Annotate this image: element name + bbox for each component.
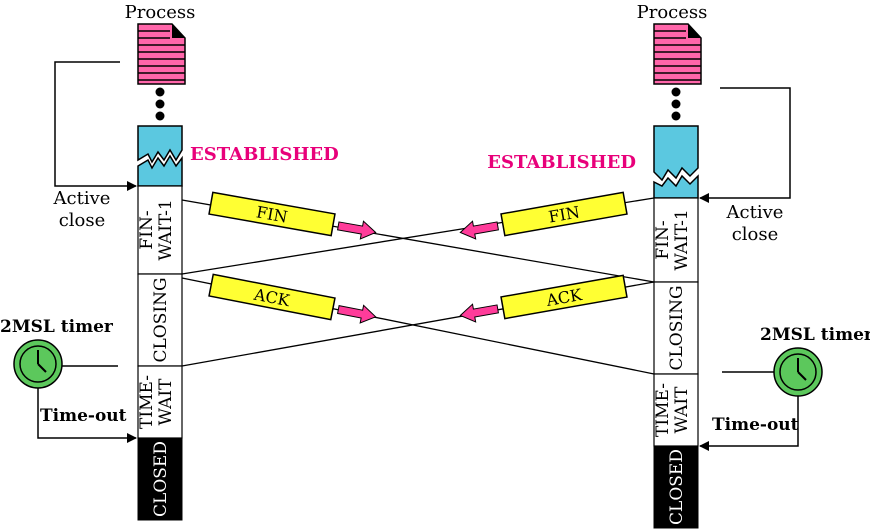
right-time-wait-box (653, 373, 699, 447)
left-timer-label: 2MSL timer (0, 317, 114, 337)
left-process-label: Process (125, 2, 196, 23)
right-closing-label: CLOSING (667, 285, 687, 370)
left-fin-wait-1-line1: FIN- (137, 210, 157, 249)
left-established-label: ESTABLISHED (190, 144, 339, 165)
left-time-wait-line1: TIME- (137, 375, 157, 429)
fin-left-direction-arrow (336, 220, 377, 240)
left-time-wait-line2: WAIT (156, 378, 176, 426)
left-closed-label: CLOSED (151, 441, 171, 517)
left-clock-icon (13, 339, 63, 389)
left-buffer-icon (137, 125, 183, 187)
right-established-label: ESTABLISHED (487, 152, 636, 173)
right-timeout-label: Time-out (712, 415, 799, 435)
right-closing-box (653, 281, 699, 375)
ack-segment-left: ACK (208, 273, 336, 321)
right-clock-icon (773, 347, 823, 397)
left-timeout-label: Time-out (40, 406, 127, 426)
left-fin-wait-1-line2: WAIT-1 (156, 199, 176, 260)
left-active-close-line1: Active (53, 188, 111, 209)
left-closed-box (137, 437, 183, 521)
left-ellipsis-dots (155, 87, 165, 121)
left-document-icon (137, 23, 186, 85)
right-document-icon (653, 23, 702, 85)
left-time-wait-box (137, 365, 183, 439)
right-active-close-line2: close (732, 224, 779, 245)
ack-segment-right: ACK (500, 274, 628, 320)
fin-segment-right: FIN (500, 191, 628, 237)
right-fin-wait-1-line1: FIN- (653, 220, 673, 259)
right-timer-label: 2MSL timer (760, 325, 870, 345)
left-fin-wait-1-box (137, 185, 183, 275)
left-closing-label: CLOSING (151, 277, 171, 362)
fin-right-direction-arrow (459, 220, 500, 240)
right-process-label: Process (637, 2, 708, 23)
right-buffer-icon (653, 125, 699, 199)
ack-right-direction-arrow (459, 303, 500, 323)
left-timeout-arrow (37, 388, 137, 443)
right-active-close-line1: Active (726, 202, 784, 223)
ack-left-direction-arrow (336, 304, 377, 324)
right-ellipsis-dots (671, 87, 681, 121)
right-timeout-arrow (699, 396, 799, 451)
right-fin-wait-1-line2: WAIT-1 (672, 209, 692, 270)
left-active-close-line2: close (59, 210, 106, 231)
right-active-close-arrow (699, 87, 791, 203)
right-time-wait-line1: TIME- (653, 383, 673, 437)
right-time-wait-line2: WAIT (672, 386, 692, 434)
right-closed-box (653, 445, 699, 529)
left-active-close-arrow (54, 61, 137, 191)
right-closed-label: CLOSED (667, 449, 687, 525)
fin-segment-left: FIN (208, 191, 336, 237)
